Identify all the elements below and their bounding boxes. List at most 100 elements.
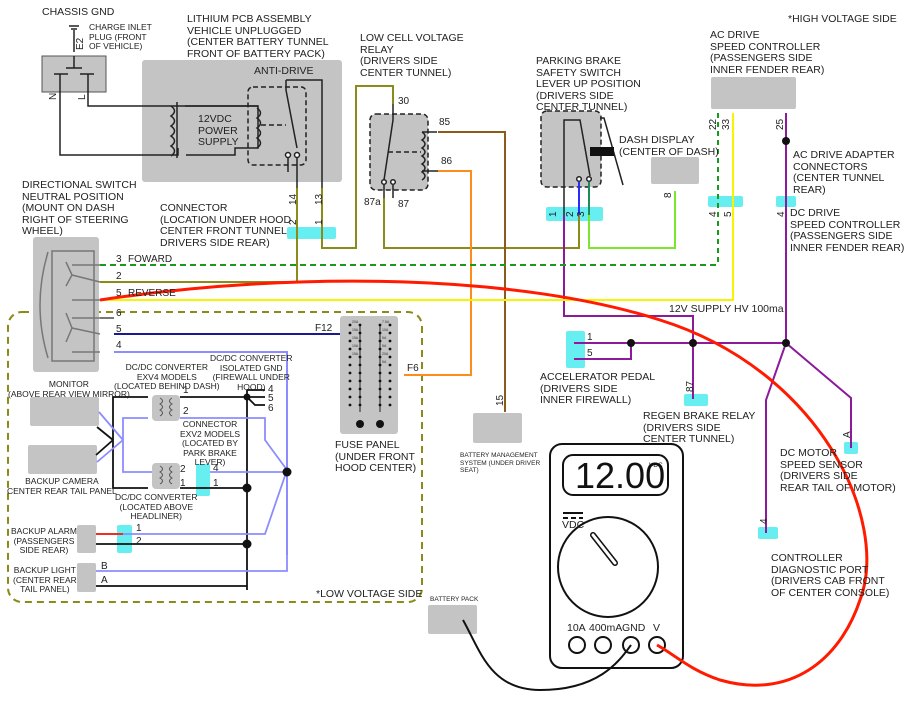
fuse-panel-label: FUSE PANEL (UNDER FRONT HOOD CENTER) xyxy=(335,439,417,474)
dcdc-headliner-label: DC/DC CONVERTER (LOCATED ABOVE HEADLINER… xyxy=(115,492,198,521)
fuse-dot xyxy=(388,331,392,335)
fuse-panel-terminals xyxy=(356,420,384,428)
connector-hood-block xyxy=(287,227,336,239)
multimeter-reading: 12.00 xyxy=(575,455,666,496)
low-voltage-junctions xyxy=(242,393,292,549)
dir-reverse-label: REVERSE xyxy=(128,288,176,299)
pin-30: 30 xyxy=(398,96,410,107)
directional-switch-label: DIRECTIONAL SWITCH NEUTRAL POSITION (MOU… xyxy=(22,179,137,237)
fuse-dot xyxy=(388,339,392,343)
charge-inlet-label: CHARGE INLET PLUG (FRONT OF VEHICLE) xyxy=(89,22,152,51)
fuse-dot xyxy=(358,323,362,327)
exv4-pin-2: 2 xyxy=(183,406,189,417)
wire-33-yellow xyxy=(100,113,734,301)
fuse-dot xyxy=(388,363,392,367)
sensor-pin-a: A xyxy=(842,431,853,438)
dcdc-headliner-transformer xyxy=(152,463,180,489)
low-voltage-boundary xyxy=(7,311,423,603)
exv2-pin-4: 4 xyxy=(213,463,219,474)
accel-pin-5: 5 xyxy=(587,348,593,359)
anti-drive-label: ANTI-DRIVE xyxy=(254,65,314,77)
backup-alarm-label: BACKUP ALARM (PASSENGERS SIDE REAR) xyxy=(11,526,77,555)
pin-n: N xyxy=(48,92,59,100)
jack-label-10a: 10A xyxy=(567,622,586,634)
multimeter-unit-small: VDC xyxy=(649,462,663,469)
fuse-dot xyxy=(378,355,382,359)
dir-pin-2: 2 xyxy=(116,271,122,282)
backup-light-box xyxy=(77,563,96,592)
fuse-dot xyxy=(358,387,362,391)
fuse-dot xyxy=(348,363,352,367)
fuse-dot xyxy=(348,323,352,327)
fuse-dot xyxy=(348,331,352,335)
fuse-dot xyxy=(388,347,392,351)
light-pin-a: A xyxy=(101,575,108,586)
dc-drive-controller-label: DC DRIVE SPEED CONTROLLER (PASSENGERS SI… xyxy=(790,207,904,254)
fuse-dot xyxy=(388,323,392,327)
monitor-box xyxy=(30,397,99,426)
wire-85-brown xyxy=(438,131,506,412)
pin-87a: 87a xyxy=(364,197,381,208)
fuse-rating-left: 15A xyxy=(352,352,359,356)
fuse-dot xyxy=(378,363,382,367)
supply-label: 12V SUPPLY HV 100ma xyxy=(669,303,784,315)
diag-pin-4: 4 xyxy=(759,518,770,524)
regen-relay-connector-block xyxy=(684,394,708,406)
iso-pin-4: 4 xyxy=(268,384,274,395)
fuse-dot xyxy=(378,331,382,335)
dir-pin-6: 6 xyxy=(116,308,122,319)
high-voltage-note: *HIGH VOLTAGE SIDE xyxy=(788,13,897,25)
dc-pin-5: 5 xyxy=(723,211,734,217)
dash-display-box xyxy=(651,157,699,184)
battery-pack-label: BATTERY PACK xyxy=(430,596,479,603)
dcdc-iso-gnd-label: DC/DC CONVERTER ISOLATED GND (FIREWALL U… xyxy=(210,353,293,392)
fuse-dot xyxy=(348,371,352,375)
fuse-dot xyxy=(378,395,382,399)
headliner-pin-2: 2 xyxy=(180,464,186,475)
fuse-dot xyxy=(358,379,362,383)
fuse-dot xyxy=(388,371,392,375)
jack-label-v: V xyxy=(653,622,661,634)
ac-adapter-connector-block-1 xyxy=(708,196,743,207)
low-cell-relay-label: LOW CELL VOLTAGE RELAY (DRIVERS SIDE CEN… xyxy=(360,32,464,79)
backup-camera-box xyxy=(28,445,97,474)
fuse-rating-left: 15A xyxy=(352,328,359,332)
light-pin-b: B xyxy=(101,561,108,572)
regen-relay-label: REGEN BRAKE RELAY (DRIVERS SIDE CENTER T… xyxy=(643,410,756,445)
battery-pack-box xyxy=(428,605,477,634)
fuse-dot xyxy=(358,339,362,343)
black-low-voltage-wires xyxy=(95,389,265,590)
iso-pin-5: 5 xyxy=(268,393,274,404)
fuse-dots xyxy=(348,323,392,407)
jack-400ma xyxy=(594,636,612,654)
fuse-rating-right: 5A xyxy=(382,344,387,348)
fuse-rating-left: 15A xyxy=(352,336,359,340)
fuse-rating-right: 5A xyxy=(382,336,387,340)
alarm-pin-2: 2 xyxy=(136,536,142,547)
fuse-dot xyxy=(378,387,382,391)
fuse-dot xyxy=(348,387,352,391)
ac-pin-22: 22 xyxy=(708,118,719,130)
fuse-panel-box xyxy=(340,316,398,434)
parking-brake-internals xyxy=(563,117,624,220)
lithium-pcb-box xyxy=(142,60,342,182)
regen-pin-87: 87 xyxy=(685,380,696,392)
jack-10a xyxy=(568,636,586,654)
wire-86-orange xyxy=(404,170,472,376)
accelerator-connector-block xyxy=(566,331,585,368)
fuse-dot xyxy=(378,379,382,383)
dc-motor-sensor-label: DC MOTOR SPEED SENSOR (DRIVERS SIDE REAR… xyxy=(780,447,896,494)
fuse-dot xyxy=(388,387,392,391)
alarm-pin-1: 1 xyxy=(136,523,142,534)
exv2-connector-block xyxy=(196,464,210,496)
pin-2: 2 xyxy=(288,219,299,225)
fuse-dot xyxy=(358,371,362,375)
pb-pin-3: 3 xyxy=(576,211,587,217)
fuse-rating-right: 10A xyxy=(382,328,389,332)
dir-pin-5: 5 xyxy=(116,288,122,299)
fuse-dot xyxy=(388,395,392,399)
power-supply-label: 12VDC POWER SUPPLY xyxy=(198,113,239,148)
dir-forward-label: FOWARD xyxy=(128,254,173,265)
